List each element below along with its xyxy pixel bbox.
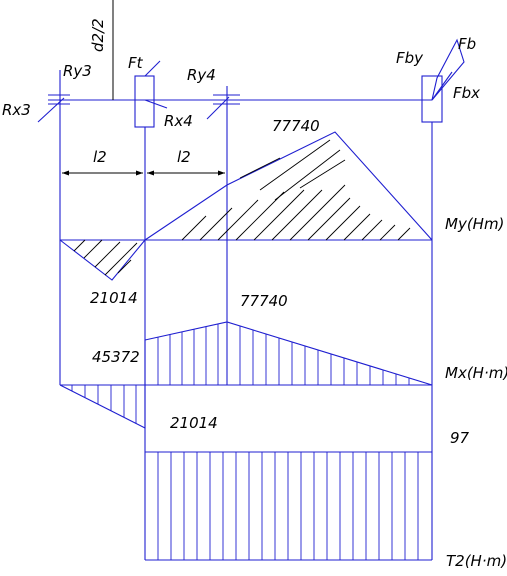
label-rx3: Rx3 (2, 101, 31, 119)
label-t2-axis: T2(H·m) (446, 552, 507, 570)
label-fbx: Fbx (453, 84, 480, 102)
label-l2-right: l2 (177, 148, 191, 166)
t2-hatch (157, 452, 419, 560)
value-mx-left: 45372 (92, 348, 140, 366)
value-torque: 97 (450, 429, 470, 447)
mx-upper-hatch (157, 324, 410, 385)
label-my-axis: My(Hm) (445, 215, 504, 233)
gear-block (134, 75, 155, 128)
mx-diagram (59, 321, 433, 429)
label-mx-axis: Mx(H·m) (445, 364, 507, 382)
rx4-force (206, 96, 230, 120)
my-diagram (59, 131, 433, 281)
label-fb: Fb (458, 35, 476, 53)
rx3-force (37, 97, 65, 123)
label-rx4: Rx4 (164, 112, 193, 130)
label-ry4: Ry4 (187, 66, 216, 84)
value-mx-low: 21014 (170, 414, 218, 432)
mx-lower-hatch (71, 385, 137, 424)
ft-force (144, 60, 161, 77)
my-upper-hatch (181, 139, 411, 241)
label-fby: Fby (396, 49, 424, 67)
my-lower-hatch (73, 239, 138, 276)
rx4-leader (144, 99, 168, 109)
value-mx-peak: 77740 (240, 292, 288, 310)
label-ft: Ft (128, 54, 144, 72)
label-l2-left: l2 (93, 148, 107, 166)
projection-lines (59, 104, 433, 560)
value-my-low: 21014 (90, 289, 138, 307)
label-d2-half: d2/2 (89, 18, 107, 52)
t2-diagram (145, 451, 432, 561)
value-my-peak: 77740 (272, 117, 320, 135)
fbx-force (431, 71, 453, 101)
fb-force-polygon (431, 38, 465, 101)
label-ry3: Ry3 (63, 62, 92, 80)
shaft-sketch (37, 0, 465, 128)
